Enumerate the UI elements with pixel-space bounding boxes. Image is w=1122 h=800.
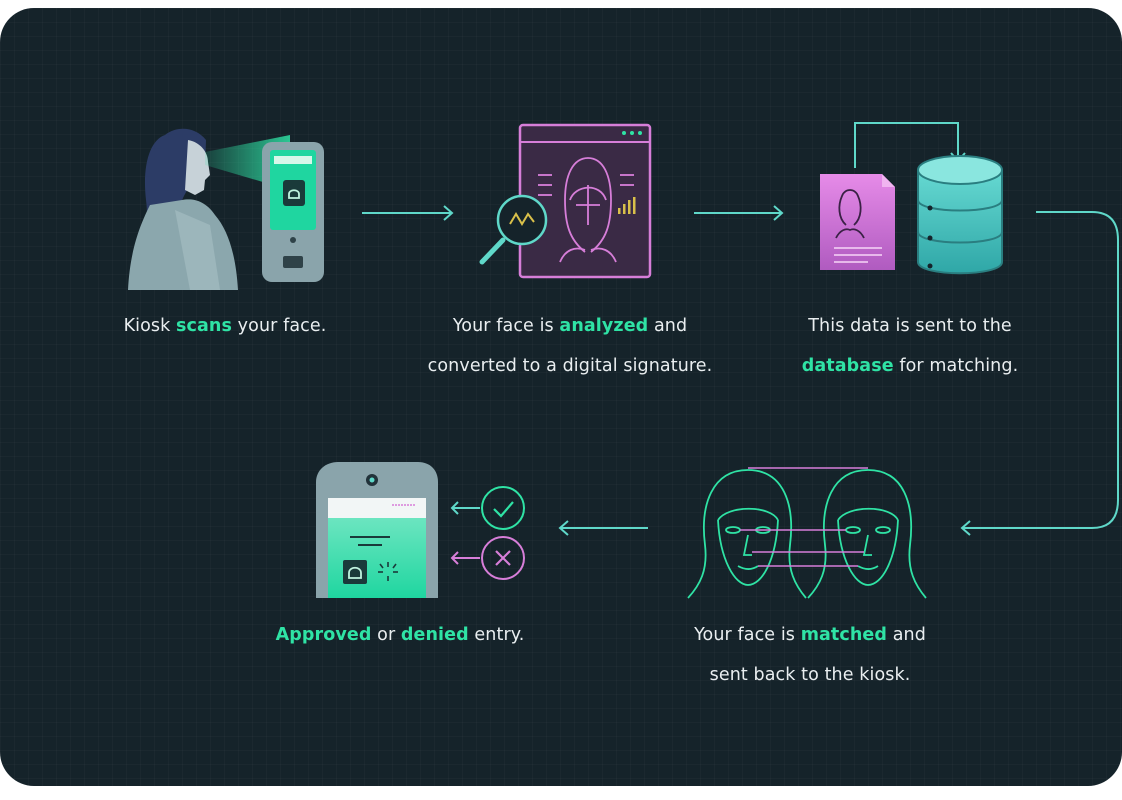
- arrow-step1-to-step2: [362, 205, 454, 221]
- face-matching-illustration: [687, 469, 927, 599]
- arrow-step4-to-step5: [558, 520, 648, 536]
- arrow-step2-to-step3: [694, 205, 784, 221]
- denied-x-icon: [450, 536, 525, 580]
- caption-scan: Kiosk scans your face.: [123, 316, 327, 336]
- database-illustration: [820, 122, 1003, 275]
- arrow-step3-to-step4: [960, 211, 1119, 536]
- match-lines: [740, 467, 868, 567]
- caption-match: Your face is matched and sent back to th…: [694, 625, 926, 685]
- person-scanning-illustration: [128, 128, 324, 290]
- caption-result: Approved or denied entry.: [275, 625, 525, 645]
- caption-database: This data is sent to the database for ma…: [801, 316, 1019, 376]
- face-analysis-illustration: [479, 123, 652, 279]
- kiosk-result-illustration: [316, 462, 438, 598]
- caption-analyze: Your face is analyzed and converted to a…: [427, 316, 713, 376]
- approved-check-icon: [450, 486, 525, 530]
